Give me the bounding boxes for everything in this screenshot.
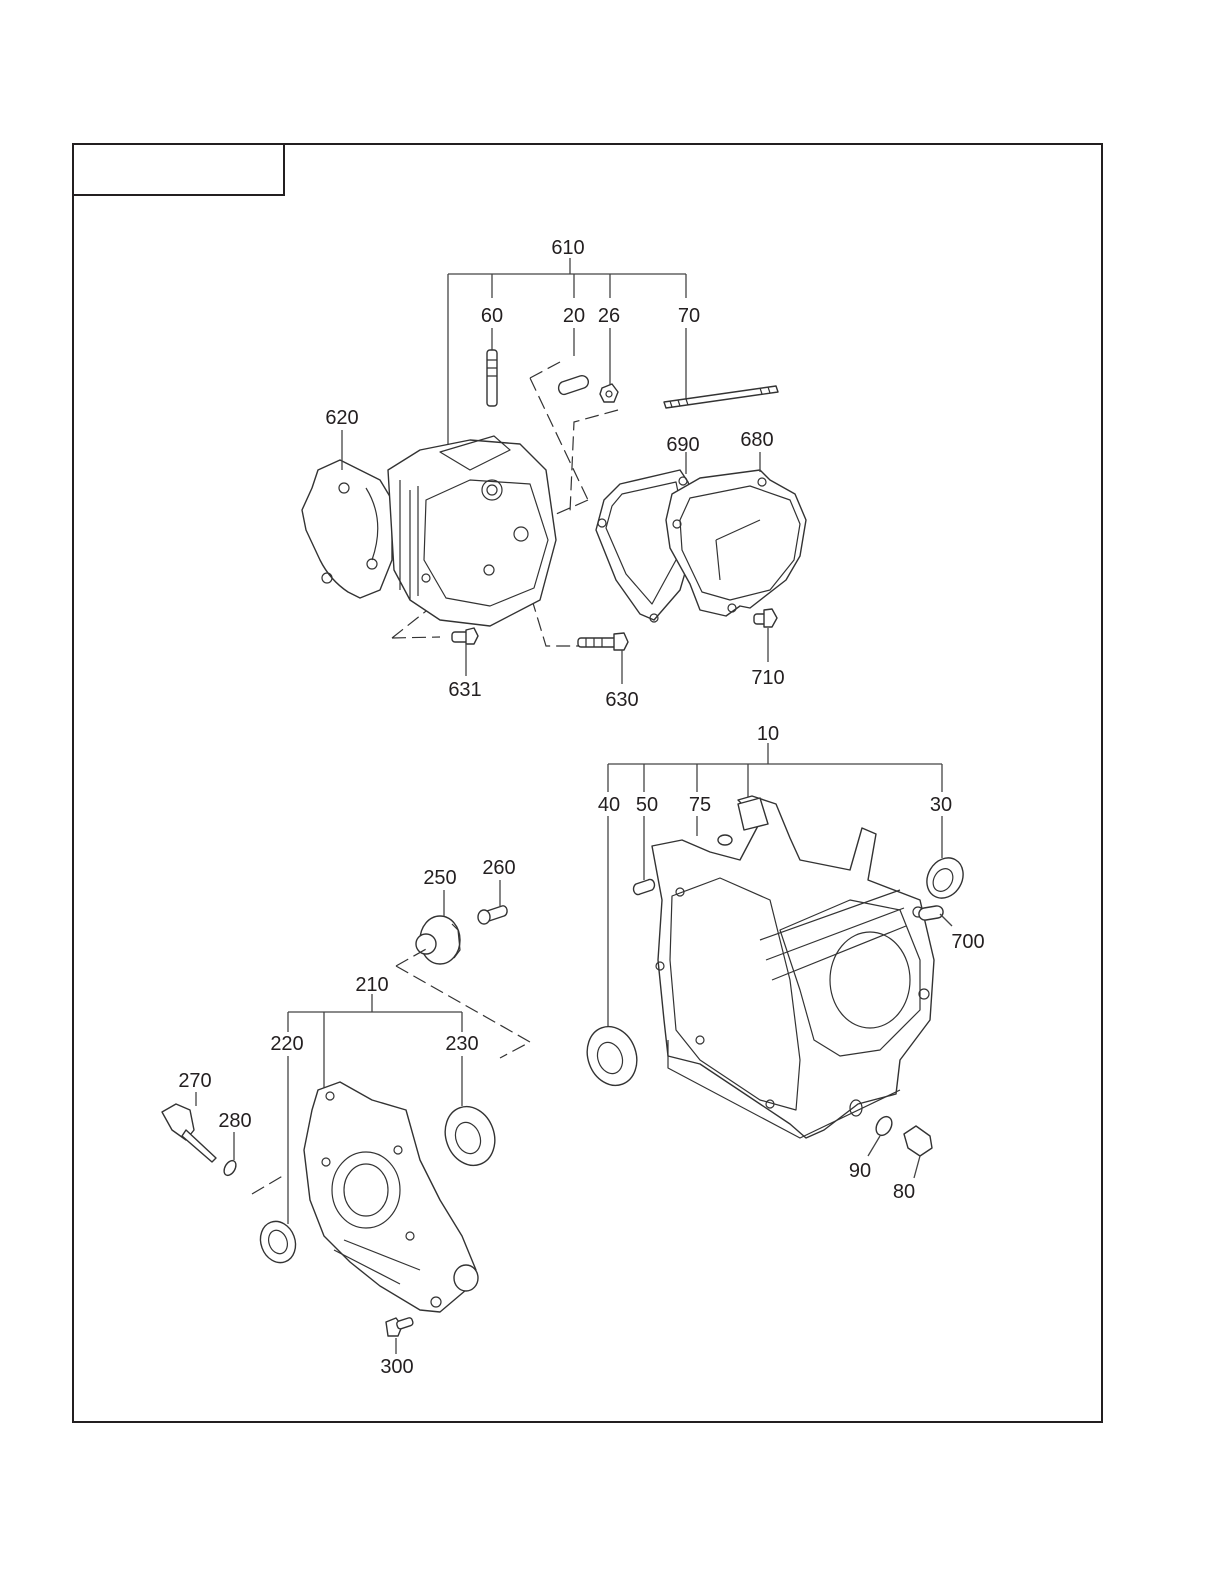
label-700: 700 <box>951 931 984 953</box>
diagram-frame <box>72 143 1103 1423</box>
dowel-50-part <box>632 878 656 896</box>
title-box <box>72 143 285 196</box>
label-690: 690 <box>666 434 699 456</box>
label-30: 30 <box>930 794 952 816</box>
label-630: 630 <box>605 689 638 711</box>
bearing-230-part <box>444 1105 496 1167</box>
label-230: 230 <box>445 1033 478 1055</box>
label-75: 75 <box>689 794 711 816</box>
label-10: 10 <box>757 723 779 745</box>
label-80: 80 <box>893 1181 915 1203</box>
o-ring-280-part <box>223 1159 237 1177</box>
label-90: 90 <box>849 1160 871 1182</box>
label-250: 250 <box>423 867 456 889</box>
long-stud-part <box>663 385 779 409</box>
label-70: 70 <box>678 305 700 327</box>
head-gasket-part <box>301 459 393 599</box>
pin-75-part <box>717 834 733 846</box>
label-610: 610 <box>551 237 584 259</box>
leader-group-210 <box>287 994 463 1224</box>
label-20: 20 <box>563 305 585 327</box>
label-210: 210 <box>355 974 388 996</box>
label-220: 220 <box>270 1033 303 1055</box>
nut-part <box>599 383 619 403</box>
label-260: 260 <box>482 857 515 879</box>
bolt-710-part <box>753 608 778 628</box>
label-280: 280 <box>218 1110 251 1132</box>
label-270: 270 <box>178 1070 211 1092</box>
label-631: 631 <box>448 679 481 701</box>
governor-gear-part <box>415 915 461 965</box>
label-680: 680 <box>740 429 773 451</box>
cylinder-head-part <box>387 435 557 627</box>
dowel-700-part <box>918 905 944 921</box>
bolt-631-part <box>451 627 479 645</box>
label-710: 710 <box>751 667 784 689</box>
bolt-300-part <box>385 1317 414 1337</box>
oil-sensor-part <box>161 1103 217 1163</box>
rocker-cover-part <box>665 469 807 617</box>
label-60: 60 <box>481 305 503 327</box>
stud-part <box>486 349 498 407</box>
oil-seal-220-part <box>259 1220 297 1264</box>
label-300: 300 <box>380 1356 413 1378</box>
shaft-260-part <box>477 905 508 925</box>
label-26: 26 <box>598 305 620 327</box>
label-40: 40 <box>598 794 620 816</box>
washer-90-part <box>875 1115 893 1137</box>
dowel-pin-part <box>557 374 590 396</box>
oil-seal-30-part <box>926 857 964 899</box>
label-50: 50 <box>636 794 658 816</box>
label-620: 620 <box>325 407 358 429</box>
bearing-40-part <box>586 1025 638 1087</box>
leader-group-610 <box>447 258 687 458</box>
drain-plug-80-part <box>903 1125 933 1157</box>
bolt-630-part <box>577 632 629 651</box>
crankcase-part <box>651 795 935 1139</box>
leader-group-10 <box>607 743 943 1030</box>
crankcase-cover-part <box>303 1081 479 1313</box>
